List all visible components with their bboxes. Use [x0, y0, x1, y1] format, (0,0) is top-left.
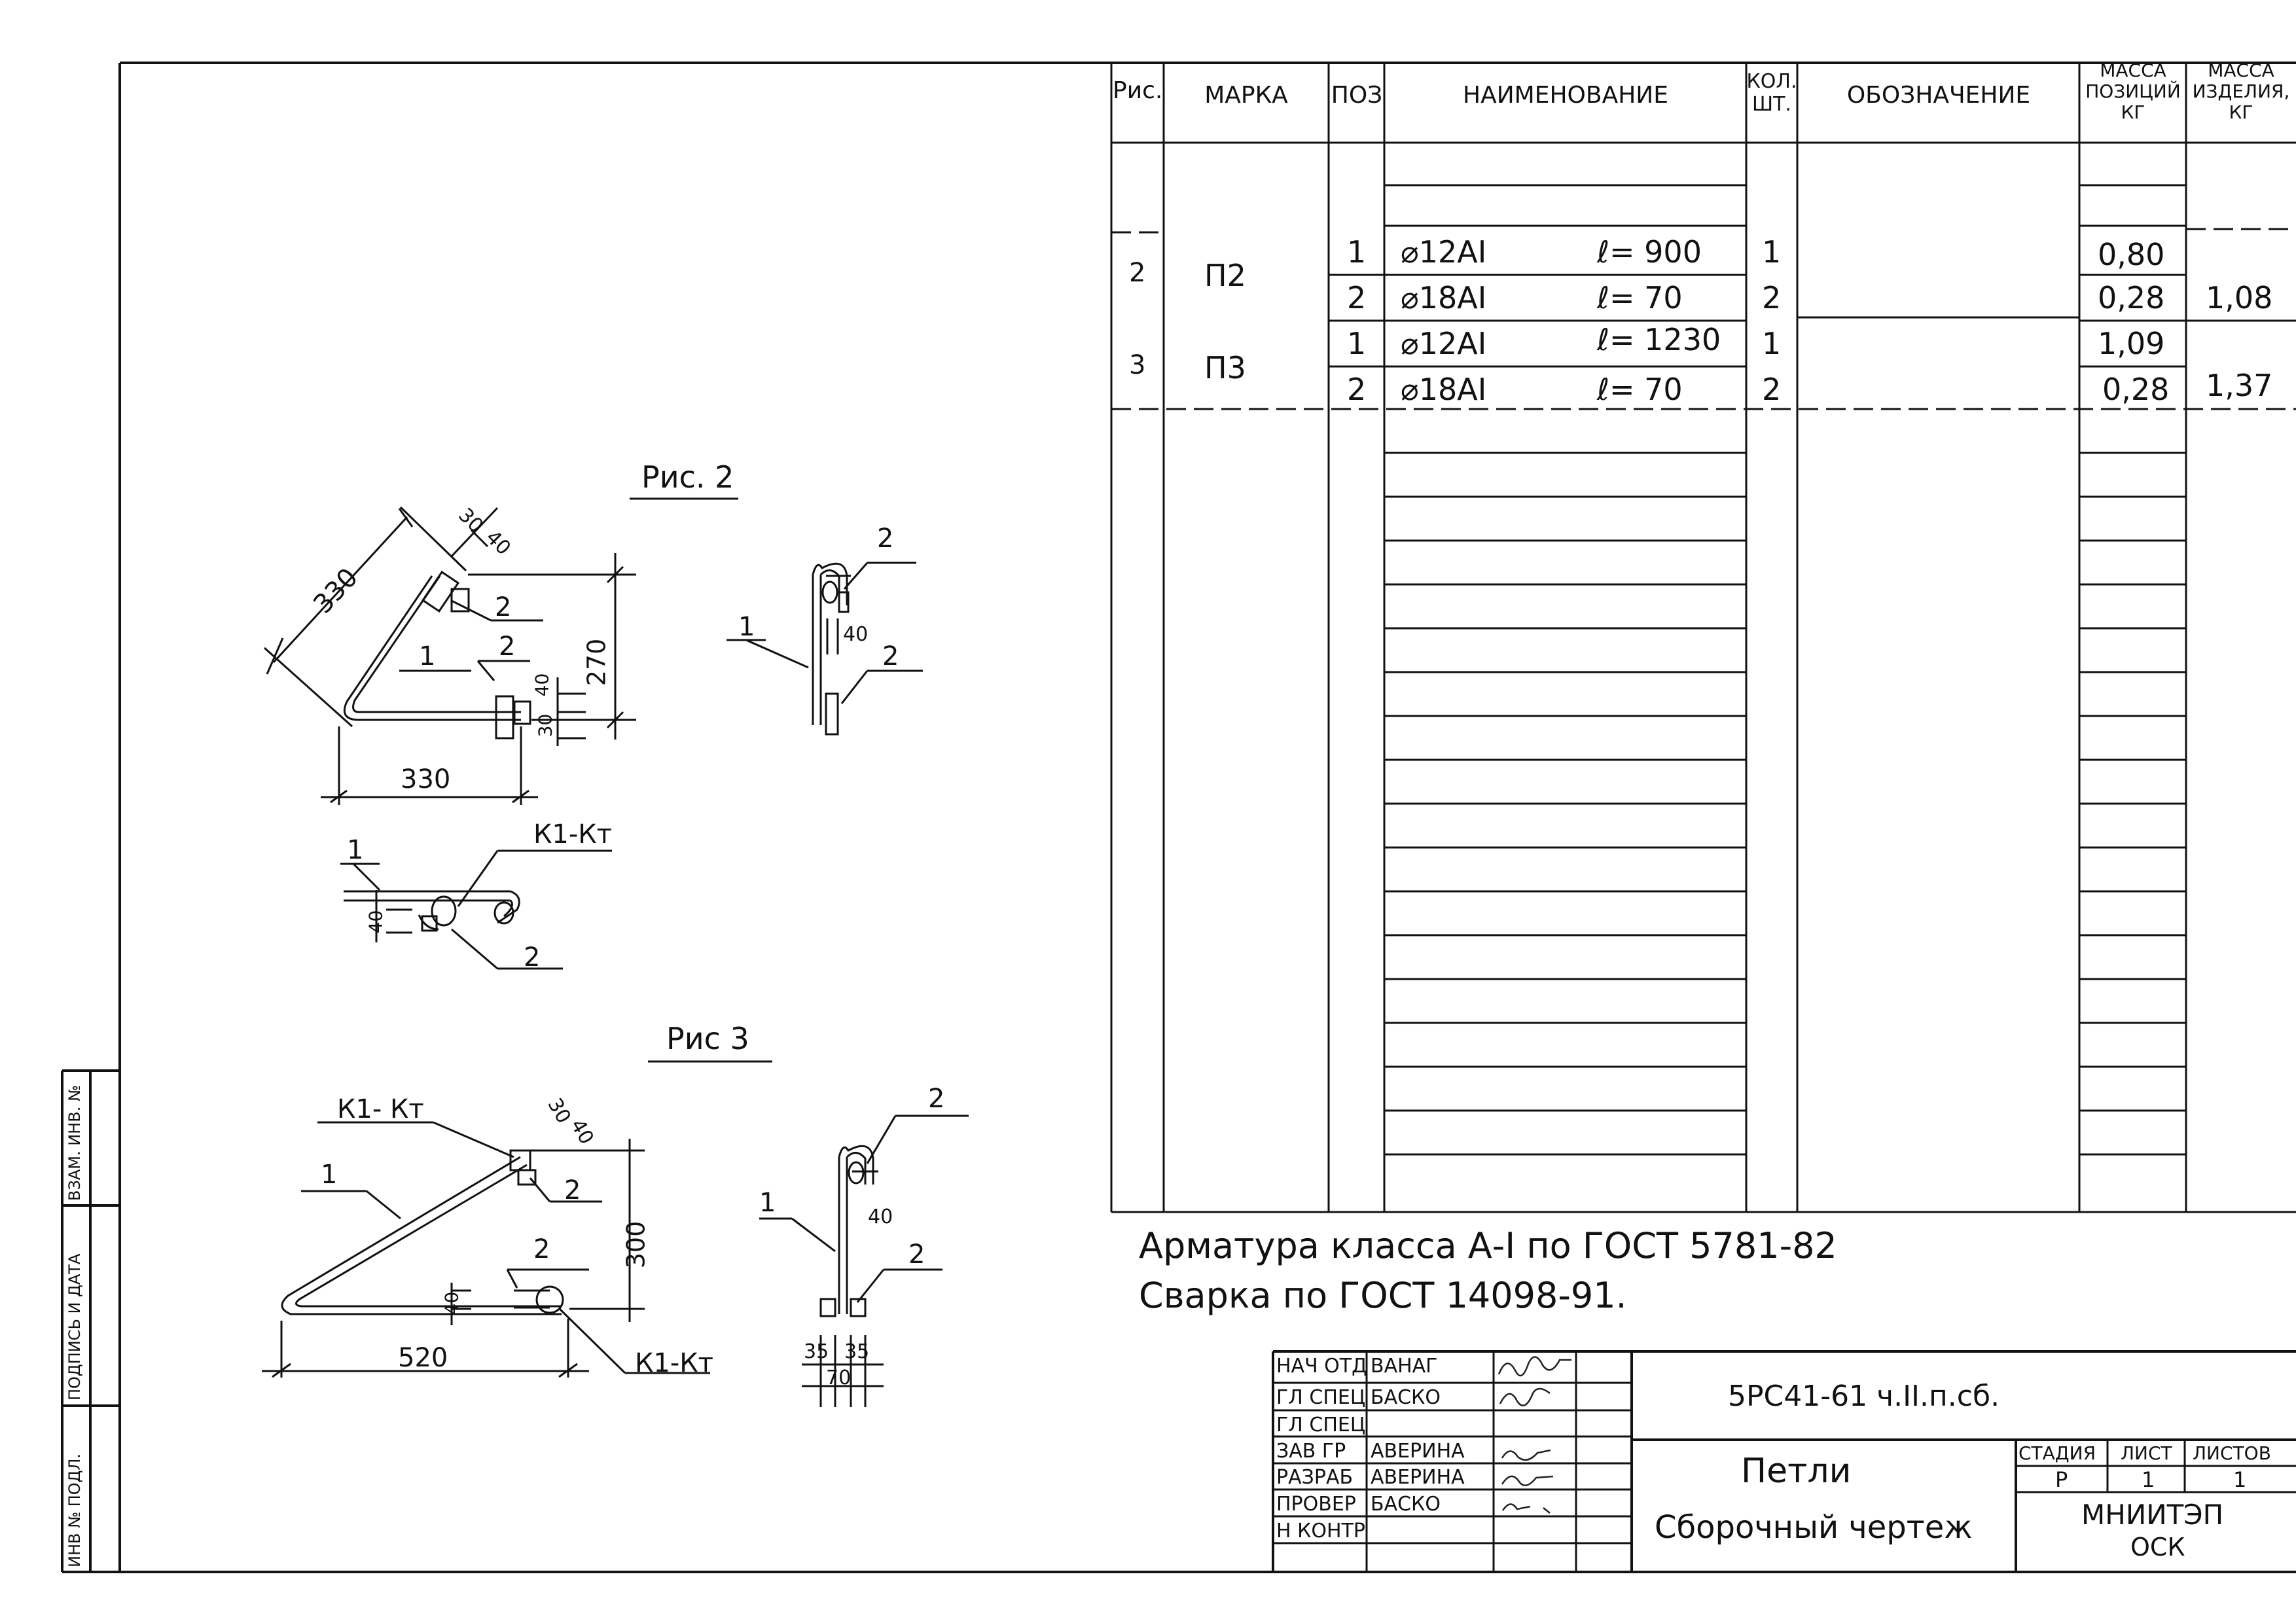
header-kol: КОЛ. ШТ.: [1746, 70, 1797, 116]
note-steel-class: Арматура класса А-I по ГОСТ 5781-82: [1139, 1225, 1837, 1266]
length-cell: ℓ= 1230: [1597, 322, 1721, 357]
tb-role: ГЛ СПЕЦ: [1276, 1386, 1366, 1409]
massa-cell: 0,28: [2098, 280, 2165, 315]
signature-date-label: ПОДПИСЬ И ДАТА: [65, 1253, 84, 1400]
dim-40-profile: 40: [843, 623, 869, 646]
dim-35: 35: [844, 1340, 870, 1363]
diameter-cell: ⌀12АI: [1401, 326, 1487, 361]
header-poz: ПОЗ: [1331, 82, 1383, 109]
figure-2: [263, 497, 923, 970]
stage-value: Р: [2055, 1467, 2068, 1492]
label-pos-2: 2: [928, 1084, 945, 1114]
doc-code: 5РС41-61 ч.II.п.сб.: [1728, 1380, 2000, 1413]
dim-40-side: 40: [440, 1291, 463, 1315]
tb-name: ВАНАГ: [1371, 1355, 1438, 1378]
label-pos-2: 2: [908, 1240, 925, 1270]
header-massa-izd: МАССА ИЗДЕЛИЯ, КГ: [2192, 60, 2290, 124]
massa-izd-cell: 1,37: [2206, 368, 2273, 403]
kol-cell: 2: [1762, 372, 1782, 407]
tb-role: НАЧ ОТД: [1276, 1355, 1367, 1378]
tb-name: БАСКО: [1371, 1493, 1441, 1516]
label-pos-1: 1: [759, 1188, 776, 1218]
marka-cell: П3: [1204, 350, 1246, 385]
figure-3-title: Рис 3: [666, 1021, 749, 1056]
dim-300: 300: [621, 1221, 651, 1269]
org-dept: ОСК: [2130, 1533, 2185, 1561]
label-pos-2: 2: [495, 592, 512, 622]
vzam-inv-label: ВЗАМ. ИНВ. №: [65, 1085, 84, 1201]
tb-name: БАСКО: [1371, 1386, 1441, 1409]
tb-role: ПРОВЕР: [1276, 1493, 1356, 1516]
sheets-value: 1: [2233, 1467, 2247, 1492]
tb-name: АВЕРИНА: [1371, 1440, 1465, 1463]
diameter-cell: ⌀12АI: [1401, 234, 1487, 270]
diameter-cell: ⌀18АI: [1401, 280, 1487, 315]
kol-cell: 1: [1762, 326, 1782, 361]
title-name: Петли: [1741, 1452, 1852, 1491]
header-massa-poz: МАССА ПОЗИЦИЙ КГ: [2085, 60, 2181, 124]
note-welding: Сварка по ГОСТ 14098-91.: [1139, 1275, 1627, 1316]
label-pos-1: 1: [738, 612, 755, 642]
poz-cell: 1: [1347, 234, 1367, 270]
poz-cell: 2: [1347, 280, 1367, 315]
org-name: МНИИТЭП: [2081, 1499, 2224, 1531]
label-pos-2: 2: [564, 1175, 581, 1205]
length-cell: ℓ= 70: [1597, 280, 1683, 315]
poz-cell: 1: [1347, 326, 1367, 361]
title-subname: Сборочный чертеж: [1655, 1509, 1973, 1546]
dim-70: 70: [826, 1366, 852, 1389]
tb-role: Н КОНТР: [1276, 1520, 1365, 1543]
dim-40-side: 40: [531, 673, 553, 697]
length-cell: ℓ= 70: [1597, 372, 1683, 407]
ris-cell: 2: [1129, 258, 1146, 288]
header-ris: Рис.: [1113, 77, 1163, 104]
massa-cell: 0,80: [2098, 237, 2165, 272]
label-pos-2: 2: [499, 632, 516, 662]
dim-520: 520: [398, 1343, 448, 1373]
poz-cell: 2: [1347, 372, 1367, 407]
massa-izd-cell: 1,08: [2206, 280, 2273, 315]
dim-270: 270: [582, 638, 611, 687]
massa-cell: 1,09: [2098, 326, 2165, 361]
figure-3: [262, 1060, 969, 1407]
header-oboznachenie: ОБОЗНАЧЕНИЕ: [1846, 82, 2031, 109]
tb-role: ЗАВ ГР: [1276, 1440, 1346, 1463]
ris-cell: 3: [1129, 350, 1146, 380]
weld-label: К1-Кт: [533, 819, 612, 849]
tb-role: РАЗРАБ: [1276, 1466, 1354, 1489]
dim-40-profile: 40: [868, 1205, 893, 1228]
stage-header: СТАДИЯ: [2018, 1442, 2096, 1464]
marka-cell: П2: [1204, 258, 1246, 293]
dim-30-side: 30: [534, 713, 556, 738]
label-pos-2: 2: [882, 641, 899, 671]
dim-330-base: 330: [401, 764, 451, 794]
dim-40-plan: 40: [365, 910, 387, 934]
length-cell: ℓ= 900: [1597, 234, 1702, 270]
weld-label: К1- Кт: [337, 1094, 424, 1124]
label-pos-1: 1: [419, 641, 436, 671]
label-pos-2: 2: [533, 1234, 550, 1264]
sheet-header: ЛИСТ: [2121, 1442, 2172, 1464]
spec-table-grid: [1110, 63, 2296, 1213]
label-pos-2: 2: [877, 524, 894, 554]
header-marka: МАРКА: [1204, 82, 1288, 109]
dim-35: 35: [804, 1340, 829, 1363]
label-pos-2: 2: [524, 942, 541, 972]
kol-cell: 2: [1762, 280, 1782, 315]
sheet-value: 1: [2142, 1467, 2155, 1492]
inv-podl-label: ИНВ № ПОДЛ.: [65, 1453, 84, 1567]
diameter-cell: ⌀18АI: [1401, 372, 1487, 407]
label-pos-1: 1: [321, 1160, 338, 1190]
tb-role: ГЛ СПЕЦ: [1276, 1414, 1366, 1436]
massa-cell: 0,28: [2102, 372, 2170, 407]
figure-2-title: Рис. 2: [641, 459, 734, 495]
header-naimenovanie: НАИМЕНОВАНИЕ: [1463, 82, 1668, 109]
label-pos-1: 1: [347, 835, 364, 865]
weld-label: К1-Кт: [635, 1348, 713, 1378]
sheets-header: ЛИСТОВ: [2193, 1442, 2271, 1464]
kol-cell: 1: [1762, 234, 1782, 270]
tb-name: АВЕРИНА: [1371, 1466, 1465, 1489]
